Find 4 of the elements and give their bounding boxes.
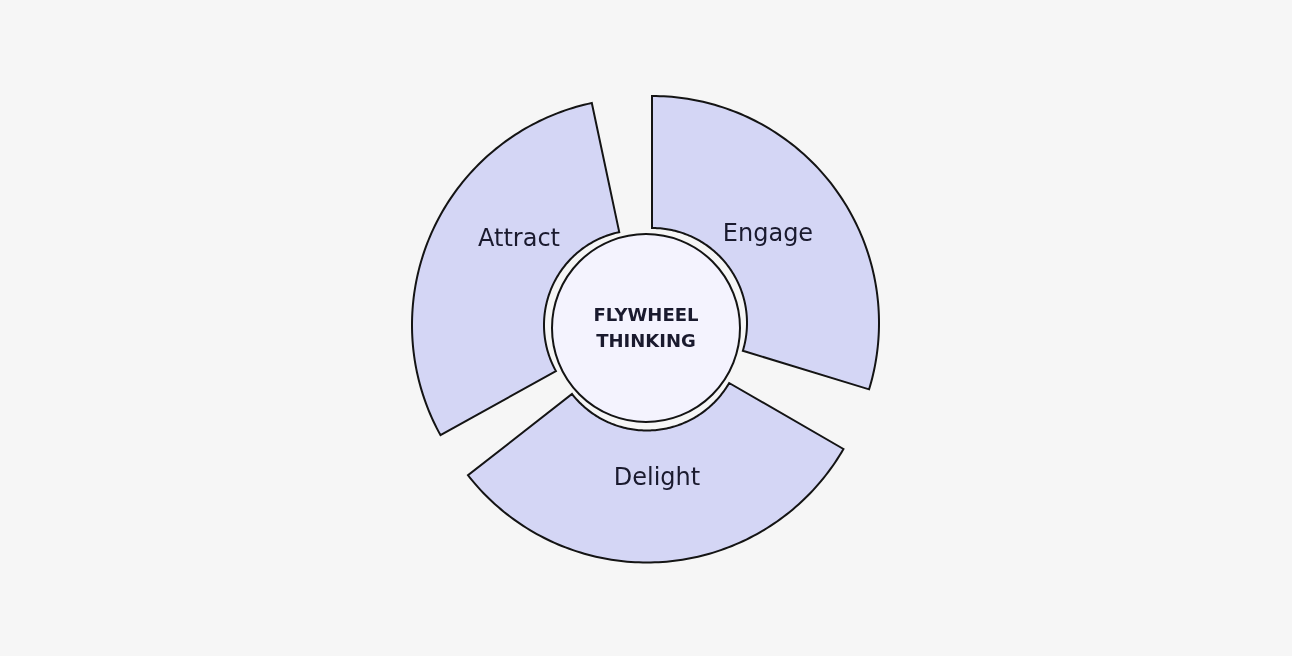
segment-label: Engage — [722, 219, 814, 247]
segment-label: Attract — [478, 224, 560, 252]
hub-label: FLYWHEEL THINKING — [592, 303, 700, 353]
segment-label: Delight — [613, 463, 701, 491]
